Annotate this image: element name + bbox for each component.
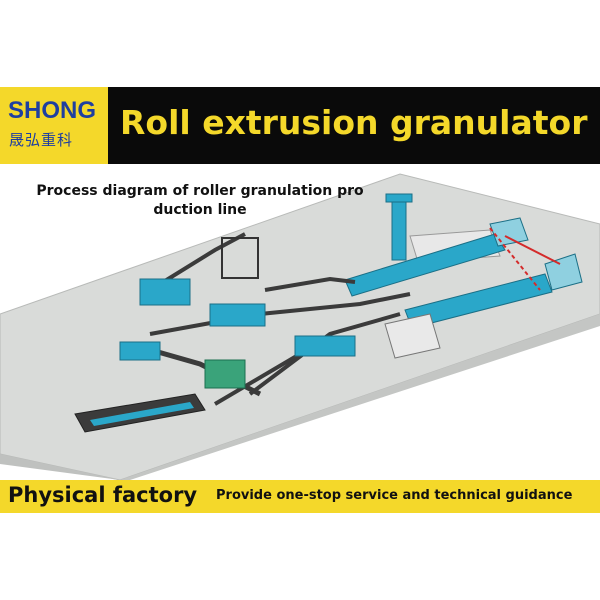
screening-machine [119, 341, 161, 361]
page-title: Roll extrusion granulator [120, 103, 588, 142]
belt-conveyor-2 [264, 276, 356, 292]
header-banner: SHONG 晟弘重科 Roll extrusion granulator [0, 87, 600, 164]
logo-subtext: 晟弘重科 [9, 131, 74, 149]
floor-side [120, 314, 600, 480]
mixer-unit [209, 303, 266, 327]
batching-frame [221, 237, 259, 279]
tower-cap [385, 193, 413, 203]
air-duct-2 [504, 235, 561, 265]
cooler-head [544, 253, 583, 291]
hot-air-furnace [384, 313, 441, 359]
hopper-belt [90, 402, 194, 426]
belt-conveyor-1 [158, 232, 246, 286]
air-duct [489, 227, 541, 291]
factory-floor-drawing [0, 173, 600, 480]
roller-granulator-row [294, 335, 356, 357]
footer-right-text: Provide one-stop service and technical g… [216, 488, 573, 503]
crusher-unit [139, 278, 191, 306]
belt-conveyor-5 [248, 312, 401, 396]
rotary-dryer-drum [344, 233, 506, 297]
dust-tower [391, 199, 407, 261]
packaging-machine [204, 359, 246, 389]
footer-banner: Physical factory Provide one-stop servic… [0, 480, 600, 513]
footer-left-text: Physical factory [8, 483, 198, 507]
floor-edge [0, 454, 120, 480]
belt-conveyor-3 [149, 292, 411, 336]
diagram-caption: Process diagram of roller granulation pr… [36, 183, 364, 218]
logo-text: SHONG [8, 97, 97, 124]
belt-conveyor-6 [213, 352, 302, 406]
production-line-illustration [0, 164, 600, 480]
logo: SHONG 晟弘重科 [0, 87, 108, 164]
